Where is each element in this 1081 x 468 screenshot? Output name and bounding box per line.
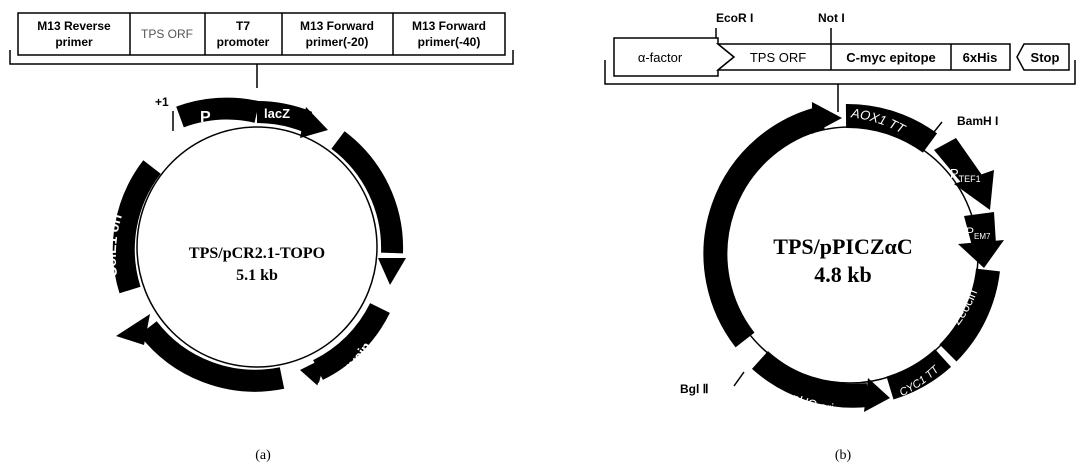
plasmid-segments-a [112,97,404,392]
site-ecori-label: EcoR I [716,11,753,25]
bracket-a [9,50,514,65]
plasmid-size-b: 4.8 kb [814,262,871,287]
bar-b-main-box [715,43,1011,71]
segment-kan-arc [312,302,390,380]
arrowhead-pem7 [958,240,1004,268]
arrowhead-amp [116,314,150,345]
site-bglii-label: Bgl Ⅱ [680,382,709,396]
site-bglii-tick [733,371,745,387]
arrowhead-f1 [378,258,406,285]
segment-p-arc [176,97,260,128]
segment-pem7-label: PEM7 [966,225,991,241]
caption-a: (a) [255,448,271,463]
features-bar-b: α-factor TPS ORF C-myc epitope 6xHis Sto… [613,37,1070,77]
arrowhead-kan [300,357,326,386]
bracket-b [604,60,1076,85]
segment-zeo-arc [939,268,1000,362]
arrowhead-pem7-body [964,212,996,246]
bar-a-label-2-line2: promoter [217,35,270,49]
site-bamhi-tick [929,121,943,138]
bar-a-label-3-line2: primer(-20) [306,35,369,49]
arrowhead-lacz [300,107,328,138]
segment-puc-arc [751,350,870,408]
site-bamhi-label: BamH I [957,114,998,128]
plus-one-label: +1 [155,95,169,109]
panel-b: EcoR I Not I α-factor TPS ORF C-myc epit… [604,11,1076,463]
bar-a-label-4-line1: M13 Forward [412,19,486,33]
bar-b-tps-label: TPS ORF [750,50,806,65]
arrowhead-aox1 [812,102,842,134]
arrowhead-ptef1 [954,170,994,210]
plasmid-arrowheads-a [116,107,406,386]
plasmid-segments-b [703,103,1000,408]
bar-a-label-3-line1: M13 Forward [300,19,374,33]
plasmid-size-a: 5.1 kb [236,267,278,284]
bar-a-label-2-line1: T7 [236,19,250,33]
segment-p-label: P [200,109,211,126]
site-noti-label: Not I [818,11,845,25]
segment-aoxtt-arc [845,103,938,153]
segment-f1-arc [331,131,404,254]
arrowhead-puc [864,378,890,412]
features-bar-a: M13 Reverse primer TPS ORF T7 promoter M… [17,12,506,56]
segment-ptef1-label: PTEF1 [950,166,981,184]
panel-a: M13 Reverse primer TPS ORF T7 promoter M… [9,12,514,463]
segment-cyc-arc [886,348,952,400]
segment-aox1-arc [703,106,826,348]
segment-lacz-label: lacZ [264,106,290,121]
segment-amp-arc [139,321,285,392]
bar-b-stop-label: Stop [1031,50,1060,65]
plasmid-name-a: TPS/pCR2.1-TOPO [189,245,325,262]
bar-a-label-4-line2: primer(-40) [418,35,481,49]
bar-b-cmyc-label: C-myc epitope [846,50,936,65]
plasmid-arrowheads-b [812,102,1004,412]
bar-b-stop-box [1016,43,1070,71]
arrowhead-ptef1-body [934,138,984,186]
segment-aox1-label: 5' AOX1 [674,211,695,266]
bar-b-alpha-label: α-factor [638,50,683,65]
bar-a-label-1-line1: TPS ORF [141,27,193,41]
plasmid-circle-a [136,126,378,368]
bar-a-label-0-line1: M13 Reverse [37,19,111,33]
caption-b: (b) [835,448,852,463]
segment-cole-arc [112,160,161,294]
bar-b-his-label: 6xHis [963,50,998,65]
bar-a-label-0-line2: primer [55,35,93,49]
plasmid-name-b: TPS/pPICZαC [773,234,912,259]
